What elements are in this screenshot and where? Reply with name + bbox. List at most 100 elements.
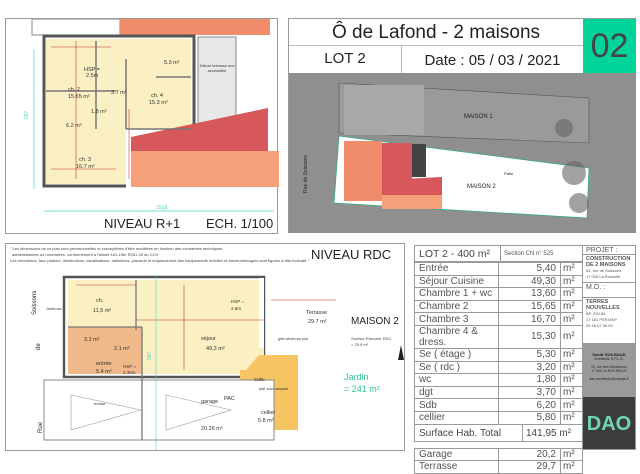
area-value: 29,7 <box>498 460 561 474</box>
label: ch. 3 <box>79 157 91 163</box>
label: entrée <box>96 361 112 367</box>
total-label: Surface Hab. Total <box>415 424 523 441</box>
mo-label: M.O. : <box>582 283 636 298</box>
ground-floor-drawing: 987 ch.11,5 m² Jardin sec HSP =2.5m séjo… <box>32 275 404 450</box>
label: 15.65 m² <box>68 94 90 100</box>
label: NOUVELLES <box>586 305 620 311</box>
label: ch. 4 <box>151 93 163 99</box>
date-label: Date : 05 / 03 / 2021 <box>402 46 583 73</box>
label: 2.5m <box>86 73 99 79</box>
area-value: 49,30 <box>498 274 561 289</box>
area-value: 15,65 <box>498 299 561 314</box>
label: 17 000 LA ROCHELLE <box>591 369 627 373</box>
label: Jardin sec <box>46 307 62 311</box>
area-unit: m² <box>560 373 583 387</box>
area-value: 5,30 <box>498 347 561 362</box>
area-label: Chambre 4 & dress. <box>414 324 499 349</box>
label: 17 181 PERIGNY <box>586 317 618 322</box>
label: dao.architecte@orange.fr <box>589 377 629 381</box>
area-unit: m² <box>560 398 583 412</box>
area-label: Chambre 2 <box>414 299 499 314</box>
total-value: 141,95 m² <box>526 427 572 439</box>
disclaimer-line-3: Les retombées, faux plafond, distributio… <box>10 258 310 263</box>
label: TERRES <box>586 299 609 305</box>
lot-area-header: LOT 2 - 400 m² <box>415 246 501 261</box>
dimension-height: 987 <box>24 110 30 119</box>
area-value: 20,2 <box>498 447 561 462</box>
label: DE 2 MAISONS <box>586 262 626 268</box>
sheet-number: 02 <box>583 19 636 73</box>
label: HSP = <box>123 364 136 369</box>
label: 2.5m <box>231 306 241 311</box>
label: 17 000 La Rochelle <box>586 274 621 279</box>
label: 22, rue des Géraniums <box>591 365 627 369</box>
label: Rue de Soissons <box>303 155 309 193</box>
ground-level-title: NIVEAU RDC <box>311 247 392 262</box>
lot-label: LOT 2 <box>289 46 402 73</box>
label: 29.7 m² <box>308 319 327 325</box>
label: 987 <box>147 351 153 360</box>
area-label: Terrasse <box>414 460 499 474</box>
label: Terrasse <box>306 310 327 316</box>
area-unit: m² <box>560 360 583 375</box>
label: grès céram sur plot <box>278 337 308 341</box>
label: CONSTRUCTION <box>586 256 631 262</box>
house-label: MAISON 2 <box>351 316 399 327</box>
label: 20.26 m² <box>201 426 223 432</box>
label: cuis. <box>254 377 266 383</box>
area-label: Se ( étage ) <box>414 347 499 362</box>
area-value: 3,70 <box>498 385 561 400</box>
dao-logo: DAO <box>582 397 636 450</box>
label: 3.7 m² <box>111 90 127 96</box>
label: 2.1 m² <box>114 346 130 352</box>
label: 11,5 m² <box>93 308 111 314</box>
area-unit: m² <box>560 299 583 314</box>
dimension-total: 1518 <box>156 205 167 211</box>
label: = 241 m² <box>344 384 380 394</box>
area-label: cellier <box>414 410 499 425</box>
title-block: Ô de Lafond - 2 maisons LOT 2 Date : 05 … <box>288 18 636 233</box>
area-unit: m² <box>560 410 583 425</box>
area-value: 13,60 <box>498 287 561 301</box>
label: 3.2 m² <box>84 337 100 343</box>
area-label: Chambre 3 <box>414 312 499 326</box>
label: 54, rue de Soissons <box>586 268 622 273</box>
site-plan: MAISON 1 MAISON 2 Patio Rue de Soissons <box>289 73 636 233</box>
scale-label: ECH. 1/100 <box>206 216 274 231</box>
label: Architecte D.P.L.G. <box>594 357 624 361</box>
label: cellier <box>261 410 276 416</box>
area-value: 3,20 <box>498 360 561 375</box>
label: = 78.9 m² <box>351 342 369 347</box>
area-label: Entrée <box>414 262 499 276</box>
garden-label: Jardin <box>344 372 369 382</box>
area-label: Garage <box>414 447 499 462</box>
area-label: dgt <box>414 385 499 400</box>
label: MAISON 1 <box>464 114 493 120</box>
area-value: 15,30 <box>498 324 561 349</box>
area-label: wc <box>414 373 499 387</box>
label: 5.3 m² <box>164 60 180 66</box>
disclaimer-line-1: " Les dimensions de ce plan sont prévisi… <box>10 246 224 251</box>
label: David GUILBAUD <box>592 352 626 357</box>
roof-note: Toiture terrasse non accessible <box>199 63 235 73</box>
label: ch. 2 <box>68 87 80 93</box>
label: HSP = <box>231 299 244 304</box>
ground-floor-plan-panel: " Les dimensions de ce plan sont prévisi… <box>5 243 405 451</box>
area-unit: m² <box>560 347 583 362</box>
area-unit: m² <box>560 312 583 326</box>
